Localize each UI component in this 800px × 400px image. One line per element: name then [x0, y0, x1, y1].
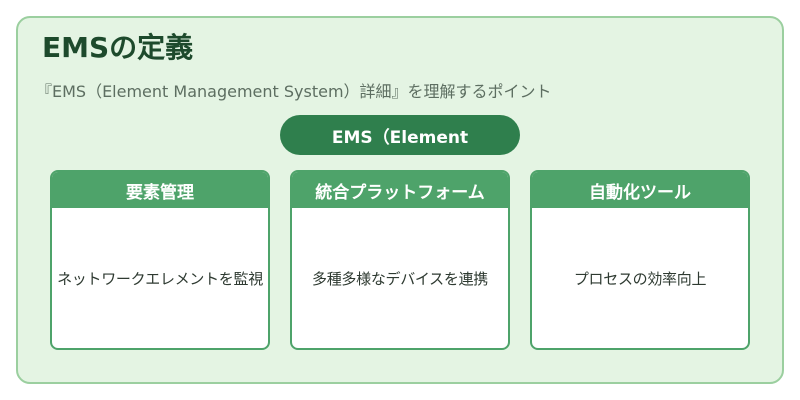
- center-concept-pill: EMS（Element: [280, 115, 520, 155]
- card-body-text: プロセスの効率向上: [573, 269, 707, 288]
- card-body-text: 多種多様なデバイスを連携: [312, 269, 488, 288]
- page-title: EMSの定義: [42, 31, 194, 64]
- card-element-management: 要素管理 ネットワークエレメントを監視: [50, 170, 270, 350]
- card-heading: 統合プラットフォーム: [292, 172, 508, 208]
- page-subtitle: 『EMS（Element Management System）詳細』を理解するポ…: [36, 82, 552, 101]
- card-automation-tool: 自動化ツール プロセスの効率向上: [530, 170, 750, 350]
- card-heading: 要素管理: [52, 172, 268, 208]
- card-integrated-platform: 統合プラットフォーム 多種多様なデバイスを連携: [290, 170, 510, 350]
- card-heading: 自動化ツール: [532, 172, 748, 208]
- card-body-text: ネットワークエレメントを監視: [57, 269, 263, 288]
